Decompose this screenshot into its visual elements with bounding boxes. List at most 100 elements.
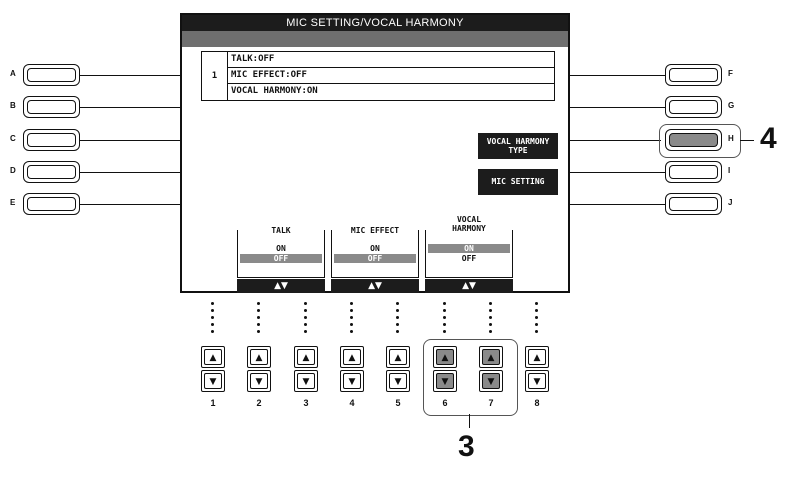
settings-list: 1 TALK:OFF MIC EFFECT:OFF VOCAL HARMONY:… [201,51,555,101]
button-number-4: 4 [349,398,355,408]
up-arrow-icon: ▲ [394,353,402,363]
label-i: I [728,166,731,175]
button-pair-3[interactable]: ▲ ▼ [294,346,318,392]
button-j[interactable] [665,193,722,215]
button-pair-5[interactable]: ▲ ▼ [386,346,410,392]
mic-setting-button[interactable]: MIC SETTING [478,169,558,195]
list-item-talk[interactable]: TALK:OFF [228,52,555,68]
label-g: G [728,101,735,110]
option-off-selected[interactable]: OFF [240,254,322,263]
screen-title: MIC SETTING/VOCAL HARMONY [182,15,568,31]
leader-line [570,140,661,141]
up-arrow-icon: ▲ [487,353,495,363]
button-4-up[interactable]: ▲ [340,346,364,368]
down-arrow-icon: ▼ [533,377,541,387]
button-g[interactable] [665,96,722,118]
button-6-up[interactable]: ▲ [433,346,457,368]
param-talk[interactable]: TALK ON OFF [237,226,325,278]
option-on[interactable]: ON [370,244,380,253]
option-off-selected[interactable]: OFF [334,254,416,263]
down-arrow-icon: ▼ [487,377,495,387]
leader-line [80,75,180,76]
button-i[interactable] [665,161,722,183]
leader-line [80,107,180,108]
button-6-down[interactable]: ▼ [433,370,457,392]
param-caption: MIC EFFECT [332,226,418,235]
vocal-harmony-type-button[interactable]: VOCAL HARMONY TYPE [478,133,558,159]
button-8-down[interactable]: ▼ [525,370,549,392]
down-arrow-icon: ▼ [348,377,356,387]
guide-dots [489,302,492,337]
label-h: H [728,134,734,143]
button-h[interactable] [665,129,722,151]
button-1-up[interactable]: ▲ [201,346,225,368]
guide-dots [396,302,399,337]
param-caption-2: HARMONY [426,224,512,233]
down-arrow-icon: ▼ [394,377,402,387]
option-on-selected[interactable]: ON [428,244,510,253]
up-arrow-icon: ▲ [441,353,449,363]
button-7-up[interactable]: ▲ [479,346,503,368]
param-vocal-harmony[interactable]: VOCAL HARMONY ON OFF [425,215,513,278]
button-5-down[interactable]: ▼ [386,370,410,392]
button-f[interactable] [665,64,722,86]
button-3-down[interactable]: ▼ [294,370,318,392]
option-on[interactable]: ON [276,244,286,253]
button-c[interactable] [23,129,80,151]
button-pair-8[interactable]: ▲ ▼ [525,346,549,392]
button-b[interactable] [23,96,80,118]
guide-dots [350,302,353,337]
button-a[interactable] [23,64,80,86]
list-index: 1 [202,52,228,100]
button-3-up[interactable]: ▲ [294,346,318,368]
button-e[interactable] [23,193,80,215]
leader-line [570,204,665,205]
button-2-up[interactable]: ▲ [247,346,271,368]
leader-line [570,75,665,76]
leader-line [570,107,665,108]
param-caption: VOCAL [426,215,512,224]
down-arrow-icon: ▼ [255,377,263,387]
button-number-2: 2 [256,398,262,408]
leader-line [80,140,180,141]
lcd-screen: MIC SETTING/VOCAL HARMONY 1 TALK:OFF MIC… [180,13,570,293]
param-mic-effect[interactable]: MIC EFFECT ON OFF [331,226,419,278]
down-arrow-icon: ▼ [209,377,217,387]
up-arrow-icon: ▲ [209,353,217,363]
button-pair-4[interactable]: ▲ ▼ [340,346,364,392]
button-pair-1[interactable]: ▲ ▼ [201,346,225,392]
option-off[interactable]: OFF [461,254,477,263]
up-arrow-icon: ▲ [348,353,356,363]
button-7-down[interactable]: ▼ [479,370,503,392]
button-4-down[interactable]: ▼ [340,370,364,392]
guide-dots [535,302,538,337]
list-item-mic-effect[interactable]: MIC EFFECT:OFF [228,68,555,84]
highlight-frame-6-7 [423,339,518,416]
callout-3: 3 [458,430,475,463]
button-8-up[interactable]: ▲ [525,346,549,368]
list-item-vocal-harmony[interactable]: VOCAL HARMONY:ON [231,86,318,96]
label-j: J [728,198,733,207]
button-number-1: 1 [210,398,216,408]
button-2-down[interactable]: ▼ [247,370,271,392]
label-b: B [10,101,16,110]
title-bar-shade [182,31,568,47]
label-c: C [10,134,16,143]
callout-line [469,414,470,428]
vocal-harmony-type-label-1: VOCAL HARMONY [486,137,550,146]
param-mic-effect-arrows[interactable]: ▲▼ [331,279,419,293]
param-caption: TALK [238,226,324,235]
param-vocal-harmony-arrows[interactable]: ▲▼ [425,279,513,293]
label-d: D [10,166,16,175]
button-1-down[interactable]: ▼ [201,370,225,392]
leader-line [80,204,180,205]
button-pair-7[interactable]: ▲ ▼ [479,346,503,392]
param-talk-arrows[interactable]: ▲▼ [237,279,325,293]
down-arrow-icon: ▼ [302,377,310,387]
button-5-up[interactable]: ▲ [386,346,410,368]
up-arrow-icon: ▲ [302,353,310,363]
leader-line [570,172,665,173]
button-pair-2[interactable]: ▲ ▼ [247,346,271,392]
button-d[interactable] [23,161,80,183]
button-pair-6[interactable]: ▲ ▼ [433,346,457,392]
